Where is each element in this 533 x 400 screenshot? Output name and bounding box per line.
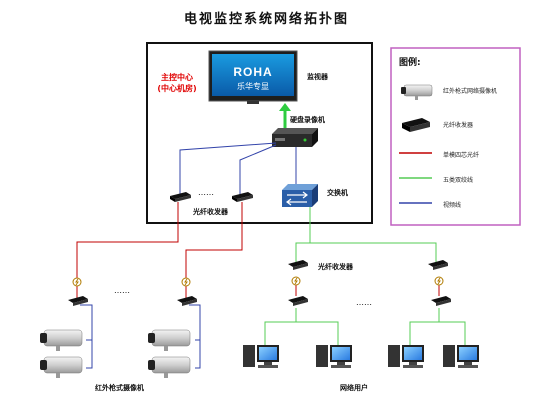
computer-icon xyxy=(443,345,479,368)
monitor-icon xyxy=(208,50,298,104)
transceiver-icon xyxy=(428,260,448,270)
transceiver-icon xyxy=(288,260,308,270)
legend-item-camera: 红外枪式网络摄像机 xyxy=(443,88,498,95)
transceiver-icon xyxy=(170,192,191,202)
monitor-brand-sub: 乐华专显 xyxy=(237,81,269,91)
surge-protector-icon xyxy=(181,277,191,287)
control-center-label: 主控中心 (中心机房) xyxy=(152,72,202,94)
cat5-lines xyxy=(264,207,466,345)
control-center-line1: 主控中心 xyxy=(161,73,193,82)
surge-protector-icon xyxy=(72,277,82,287)
legend-transceiver-icon xyxy=(402,118,430,132)
legend-item-fiber: 单模四芯光纤 xyxy=(443,152,480,159)
camera-icon xyxy=(40,356,83,378)
computer-icon xyxy=(388,345,424,368)
control-center-line2: (中心机房) xyxy=(157,84,197,93)
video-lines xyxy=(179,142,277,195)
legend-item-video: 视频线 xyxy=(443,202,462,209)
center-dots: …… xyxy=(198,188,214,197)
dvr-label: 硬盘录像机 xyxy=(290,116,325,124)
transceiver-icon xyxy=(431,296,451,306)
computer-icon xyxy=(243,345,279,368)
surge-protector-icon xyxy=(291,276,301,286)
transceiver-icon xyxy=(232,192,253,202)
fiber-lines xyxy=(76,202,440,298)
network-transceiver-label: 光纤收发器 xyxy=(318,263,353,271)
switch-icon xyxy=(282,184,318,207)
center-transceiver-label: 光纤收发器 xyxy=(193,208,228,216)
legend-box xyxy=(390,47,521,226)
camera-icon xyxy=(148,356,191,378)
camera-dots: …… xyxy=(114,286,130,295)
transceiver-icon xyxy=(288,296,308,306)
legend-title: 图例: xyxy=(399,58,421,68)
camera-feed-lines xyxy=(80,304,201,369)
diagram-title: 电视监控系统网络拓扑图 xyxy=(183,12,349,27)
dvr-icon xyxy=(272,128,318,147)
camera-icon xyxy=(40,329,83,351)
transceiver-icon xyxy=(68,296,88,306)
network-dots: …… xyxy=(356,298,372,307)
surge-protector-icon xyxy=(434,276,444,286)
network-users-label: 网络用户 xyxy=(340,384,368,392)
monitor-brand: ROHA xyxy=(233,65,272,79)
transceiver-icon xyxy=(177,296,197,306)
cameras-label: 红外枪式摄像机 xyxy=(95,384,144,392)
legend-item-transceiver: 光纤收发器 xyxy=(443,122,474,129)
legend-item-cat5: 五类双绞线 xyxy=(443,177,474,184)
camera-icon xyxy=(148,329,191,351)
computer-icon xyxy=(316,345,352,368)
monitor-label: 监视器 xyxy=(307,73,328,81)
legend-camera-icon xyxy=(401,84,433,100)
switch-label: 交换机 xyxy=(327,189,348,197)
